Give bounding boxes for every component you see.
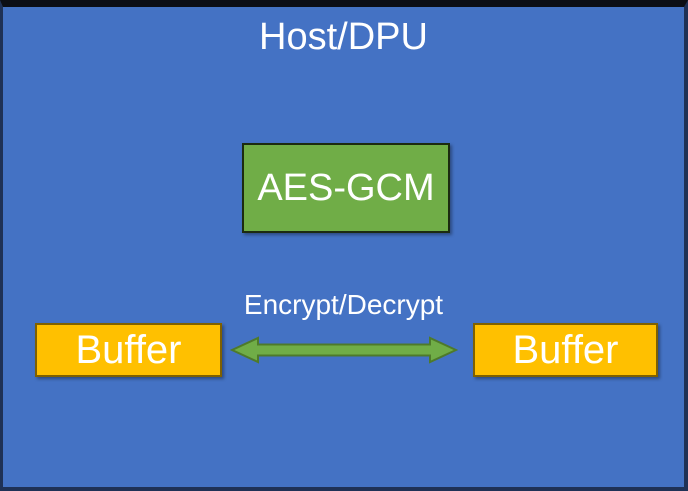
right-buffer-box: Buffer [473, 323, 658, 377]
aes-gcm-box: AES-GCM [242, 143, 450, 233]
right-buffer-label: Buffer [512, 327, 619, 372]
double-headed-arrow [230, 336, 458, 364]
left-buffer-label: Buffer [75, 327, 182, 372]
encrypt-decrypt-label: Encrypt/Decrypt [243, 289, 444, 320]
host-dpu-title: Host/DPU [259, 16, 428, 58]
left-buffer-box: Buffer [35, 323, 222, 377]
double-arrow-shape [230, 336, 458, 364]
aes-gcm-label: AES-GCM [257, 166, 435, 209]
